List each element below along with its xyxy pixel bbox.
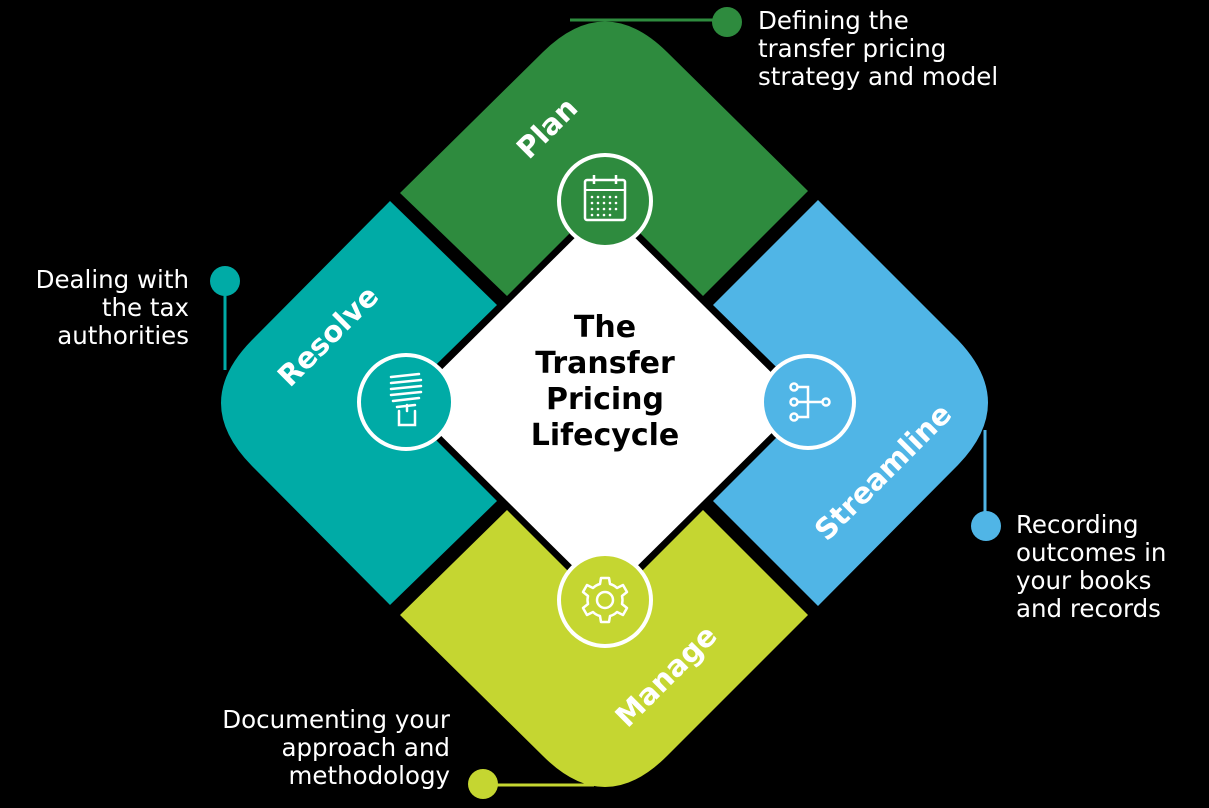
streamline-description-line: your books — [1016, 566, 1152, 595]
plan-description-line: transfer pricing — [758, 34, 947, 63]
manage-description-line: approach and — [281, 733, 450, 762]
plan-description: Defining the transfer pricing strategy a… — [758, 7, 998, 91]
streamline-description-line: and records — [1016, 594, 1161, 623]
resolve-description-line: Dealing with — [35, 265, 189, 294]
center-diamond — [408, 208, 802, 598]
manage-segment — [400, 510, 808, 787]
plan-description-line: strategy and model — [758, 62, 999, 91]
plan-dot — [712, 7, 742, 37]
resolve-description-line: authorities — [57, 321, 189, 350]
gear-icon — [557, 552, 653, 648]
manage-description: Documenting your approach and methodolog… — [190, 706, 450, 790]
manage-description-line: Documenting your — [222, 705, 450, 734]
resolve-dot — [210, 266, 240, 296]
connector-lines — [223, 18, 987, 787]
flow-nodes-icon — [760, 354, 856, 450]
center-title-line: Lifecycle — [530, 418, 680, 453]
lightbulb-icon — [357, 353, 455, 451]
plan-description-line: Defining the — [758, 6, 909, 35]
center-title-line: Pricing — [546, 382, 664, 417]
calendar-icon — [557, 153, 653, 249]
streamline-description: Recording outcomes in your books and rec… — [1016, 511, 1166, 623]
center-title-line: Transfer — [535, 346, 675, 381]
center-title: The Transfer Pricing Lifecycle — [505, 310, 705, 454]
streamline-description-line: Recording — [1016, 510, 1139, 539]
manage-dot — [468, 769, 498, 799]
streamline-dot — [971, 511, 1001, 541]
resolve-description-line: the tax — [101, 293, 189, 322]
resolve-description: Dealing with the tax authorities — [20, 266, 189, 350]
streamline-description-line: outcomes in — [1016, 538, 1167, 567]
manage-description-line: methodology — [288, 761, 450, 790]
center-title-line: The — [573, 310, 637, 345]
